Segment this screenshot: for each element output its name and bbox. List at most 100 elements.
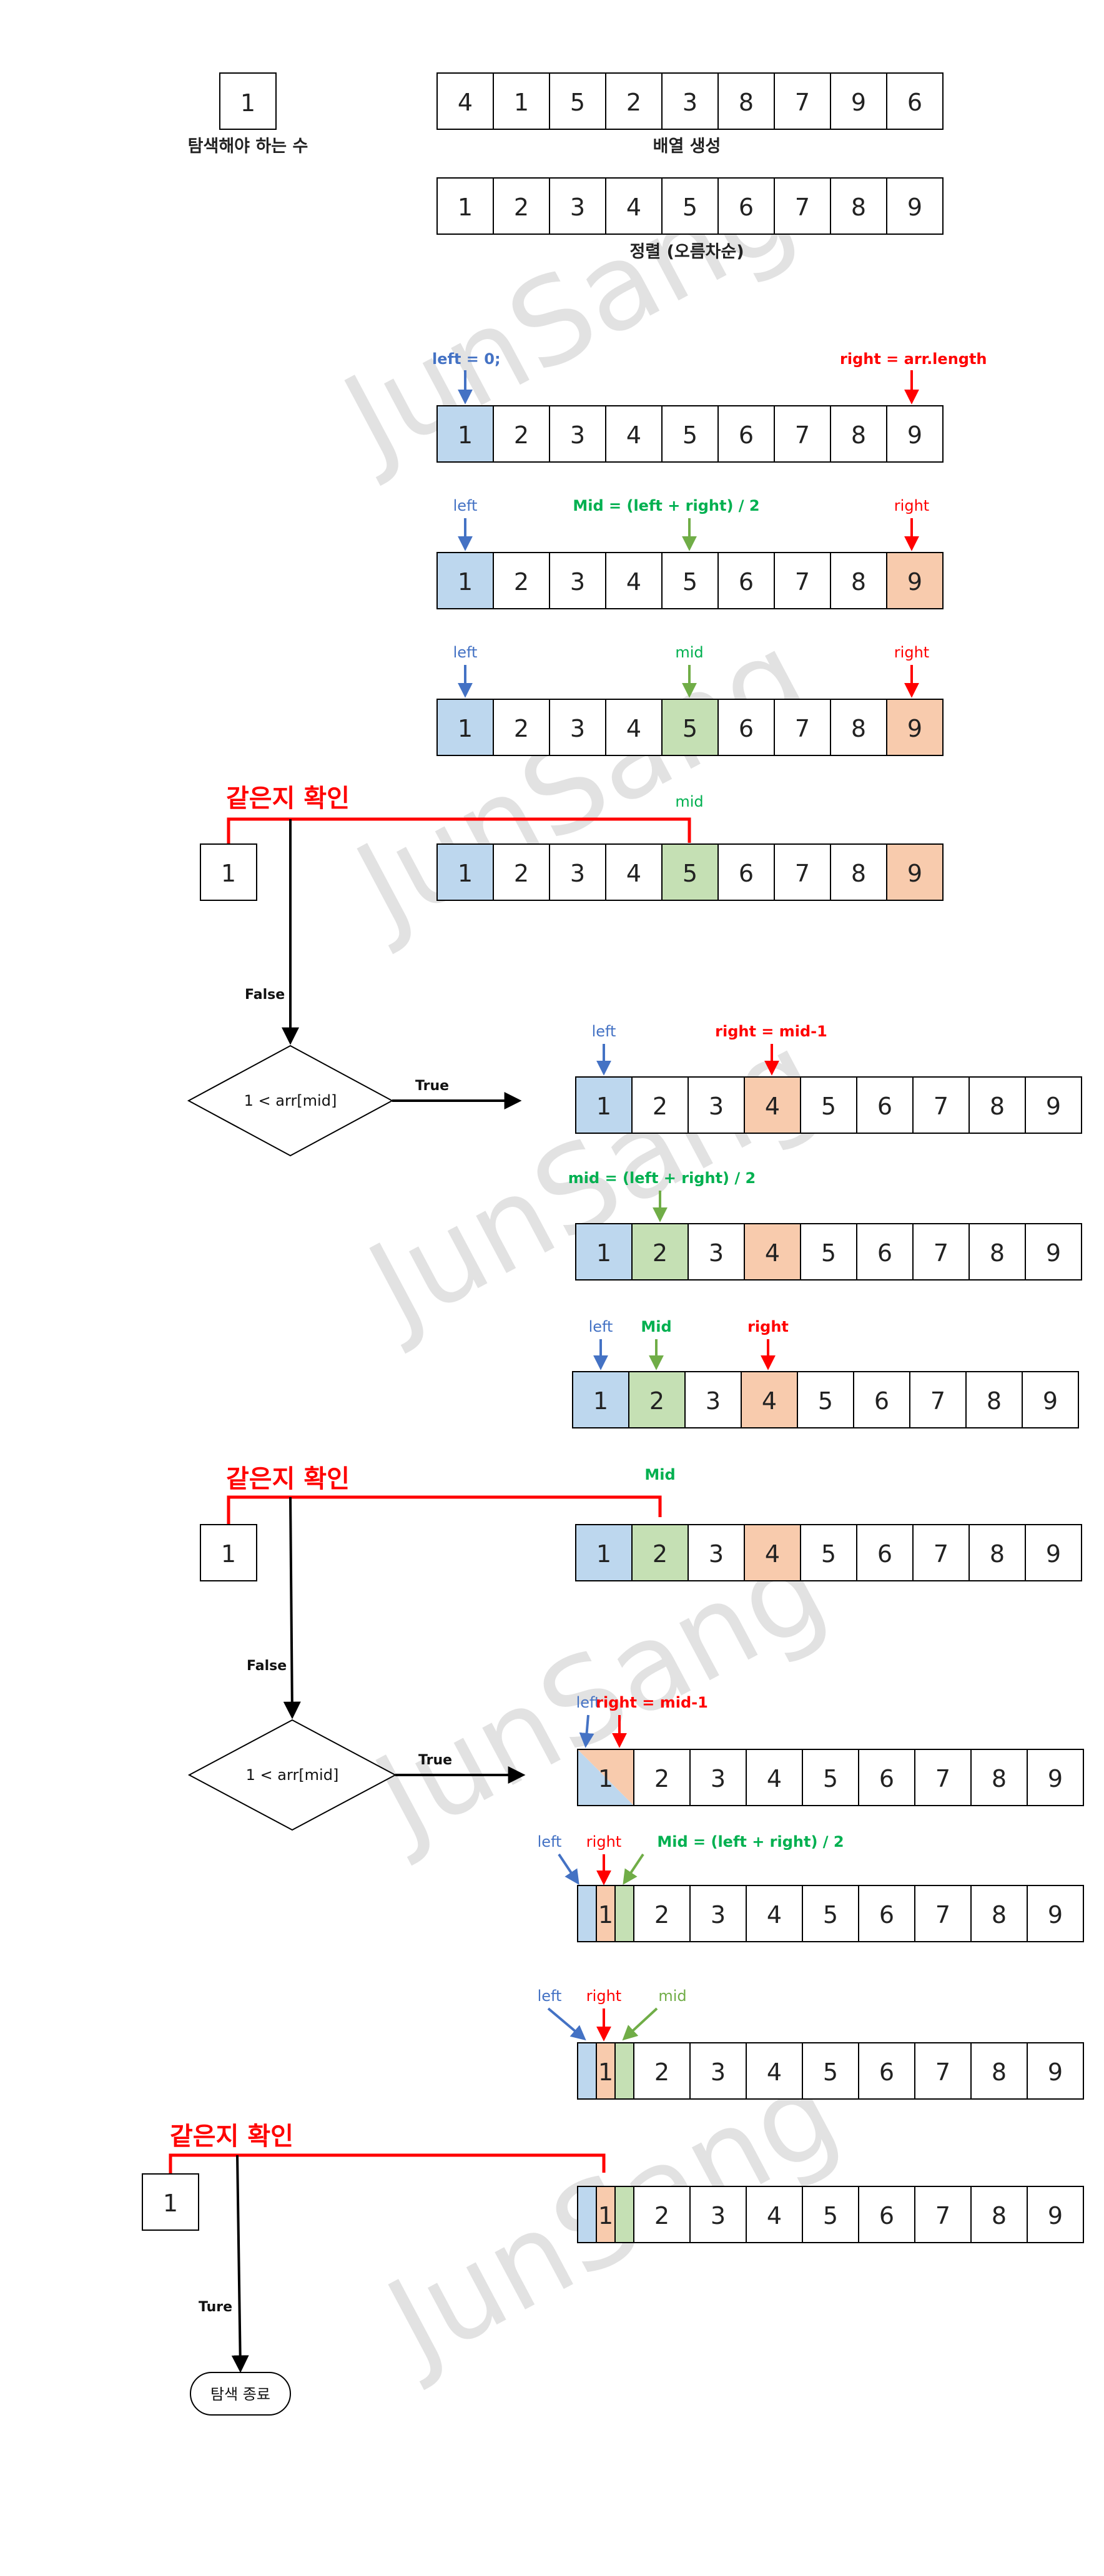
- array-cell: 4: [605, 405, 663, 463]
- cell-value: 8: [992, 1901, 1007, 1929]
- mid-formula-label: Mid = (left + right) / 2: [573, 497, 759, 514]
- array-cell: 8: [830, 843, 887, 901]
- array-cell: 1: [436, 405, 494, 463]
- check-label: 같은지 확인: [170, 2122, 293, 2151]
- cell-value: 4: [626, 715, 641, 742]
- cell-value: 2: [654, 2058, 669, 2086]
- cell-value: 1: [598, 1901, 613, 1929]
- array-cell: 8: [970, 1749, 1028, 1806]
- check-label: 같은지 확인: [226, 784, 350, 813]
- cell-value: 1: [458, 715, 473, 742]
- array-cell: 2: [631, 1524, 689, 1581]
- array-cell: 1: [577, 2042, 634, 2100]
- cell-value: 7: [795, 715, 810, 742]
- cell-value: 4: [767, 2202, 782, 2229]
- left-label: left: [453, 644, 478, 661]
- array-cell: 1: [575, 1223, 633, 1281]
- pointers-row-3: left = 0; right = arr.length: [432, 350, 987, 405]
- array-cell: 1: [436, 552, 494, 609]
- array-cell: 5: [800, 1223, 857, 1281]
- array-cell: 3: [661, 72, 719, 130]
- cell-value: 9: [1048, 1901, 1063, 1929]
- array-cell: 2: [493, 843, 550, 901]
- array-cell: 1: [572, 1371, 629, 1428]
- array-cell: 8: [968, 1524, 1026, 1581]
- array-cell: 1: [436, 843, 494, 901]
- array-cell: 4: [746, 2042, 803, 2100]
- array-cell: 6: [858, 2186, 915, 2243]
- cell-value: 7: [935, 2202, 950, 2229]
- array-cell: 4: [605, 552, 663, 609]
- left-label: left: [589, 1318, 613, 1335]
- target-box: 1: [219, 72, 277, 130]
- array-cell: 5: [802, 1749, 859, 1806]
- false-label: False: [247, 1658, 287, 1674]
- cell-value: 8: [990, 1239, 1005, 1267]
- array-cell: 4: [436, 72, 494, 130]
- cell-value: 7: [795, 89, 810, 116]
- cell-value: 2: [626, 89, 641, 116]
- pointers-row-13: left right mid: [538, 1987, 687, 2042]
- array-cell: 1: [575, 1076, 633, 1134]
- compare-condition: 1 < arr[mid]: [246, 1766, 339, 1784]
- array-cell: 6: [886, 72, 944, 130]
- array-cell: 6: [858, 1885, 915, 1942]
- array-cell: 8: [970, 2042, 1028, 2100]
- array-cell: 7: [914, 1749, 972, 1806]
- cell-value: 1: [458, 421, 473, 449]
- right-label: right: [586, 1833, 621, 1851]
- array-cell: 2: [633, 1749, 691, 1806]
- array-cell: 6: [856, 1223, 914, 1281]
- array-cell: 3: [688, 1076, 745, 1134]
- check-label: 같은지 확인: [226, 1465, 350, 1493]
- array-cell: 5: [802, 2042, 859, 2100]
- array-cell: 1: [493, 72, 550, 130]
- left-label: left: [538, 1833, 562, 1851]
- pointers-row-5: left mid right: [453, 644, 929, 698]
- array-cell: 3: [549, 552, 606, 609]
- array-cell: 7: [774, 72, 831, 130]
- array-cell: 3: [689, 1749, 747, 1806]
- cell-value: 8: [987, 1387, 1002, 1415]
- array-cell: 5: [661, 177, 719, 235]
- cell-value: 1: [514, 89, 529, 116]
- pointers-row-8: mid = (left + right) / 2: [568, 1169, 756, 1222]
- array-cell: 7: [912, 1524, 970, 1581]
- cell-value: 8: [851, 194, 866, 221]
- array-cell: 8: [830, 405, 887, 463]
- array-cell: 6: [717, 405, 775, 463]
- cell-value: 1: [593, 1387, 608, 1415]
- cell-value: 3: [683, 89, 697, 116]
- left-label: left: [592, 1023, 616, 1040]
- cell-value: 5: [683, 860, 697, 887]
- cell-value: 9: [851, 89, 866, 116]
- mid-label: mid: [675, 793, 703, 810]
- cell-value: 4: [765, 1093, 780, 1120]
- cell-value: 2: [653, 1239, 668, 1267]
- true-label: True: [415, 1078, 449, 1094]
- cell-value: 5: [821, 1093, 836, 1120]
- array-cell: 6: [717, 552, 775, 609]
- array-cell: 8: [968, 1223, 1026, 1281]
- mid-label: mid: [675, 644, 703, 661]
- array-cell: 7: [914, 2042, 972, 2100]
- array-cell: 4: [605, 843, 663, 901]
- cell-value: 6: [879, 1765, 894, 1792]
- mid-label-cap: Mid: [644, 1466, 675, 1483]
- mid-formula-label: mid = (left + right) / 2: [568, 1169, 756, 1187]
- cell-value: 3: [709, 1093, 724, 1120]
- cell-value: 6: [739, 715, 754, 742]
- cell-value: 2: [514, 194, 529, 221]
- cell-value: 1: [596, 1239, 611, 1267]
- mid-label: mid: [658, 1987, 686, 2005]
- array-cell: 2: [493, 405, 550, 463]
- right-label: right: [894, 644, 929, 661]
- array-cell: 8: [968, 1076, 1026, 1134]
- array-cell: 5: [802, 1885, 859, 1942]
- cell-value: 5: [683, 715, 697, 742]
- array-cell: 8: [970, 2186, 1028, 2243]
- create-caption: 배열 생성: [653, 137, 721, 156]
- array-cell: 4: [605, 177, 663, 235]
- end-label: 탐색 종료: [210, 2386, 270, 2403]
